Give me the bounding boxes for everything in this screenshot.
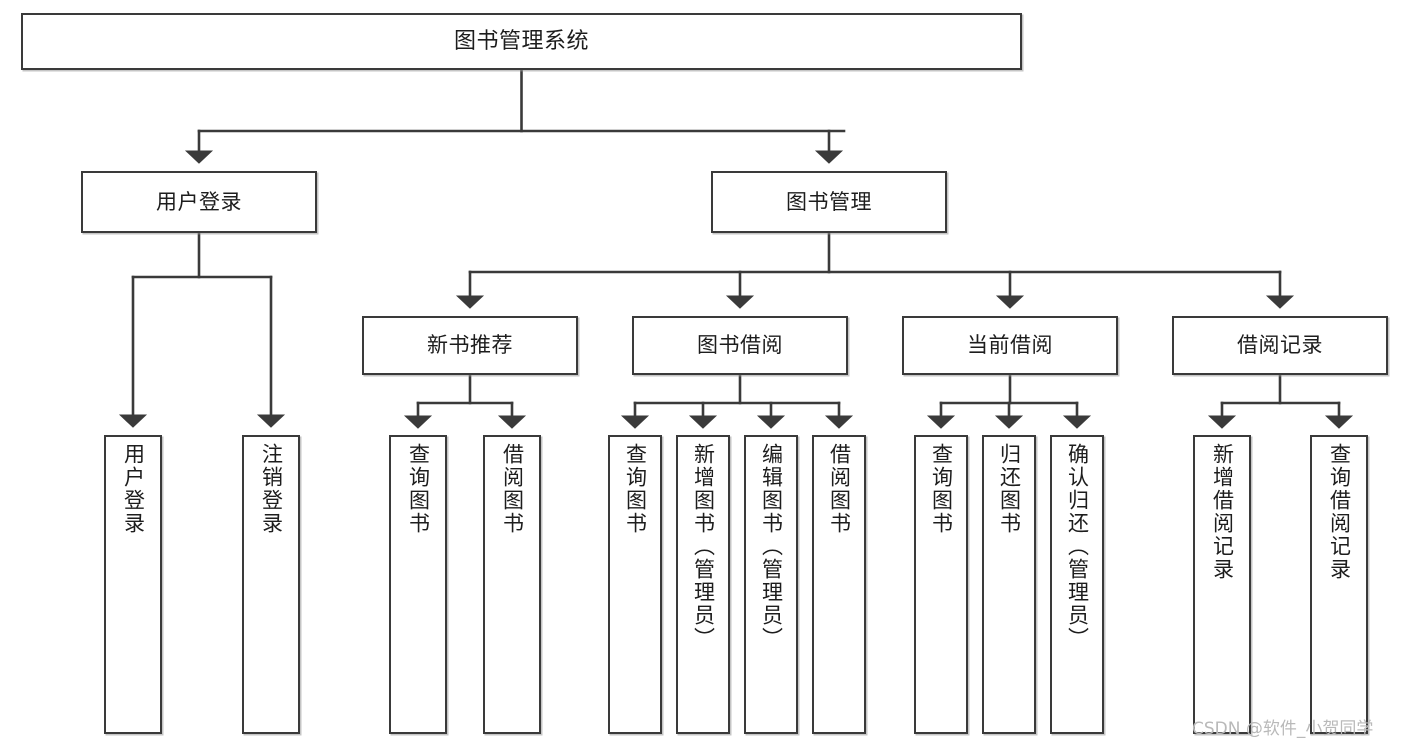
node-book-borrowing[interactable]: 图书借阅 — [632, 316, 848, 375]
node-label: 编辑图书（管理员） — [759, 443, 784, 650]
node-label: 查询图书 — [929, 443, 954, 535]
node-leaf-confirm-return-admin[interactable]: 确认归还（管理员） — [1050, 435, 1104, 734]
node-label: 借阅图书 — [500, 443, 525, 535]
node-book-management[interactable]: 图书管理 — [711, 171, 947, 233]
node-user-login[interactable]: 用户登录 — [81, 171, 317, 233]
node-new-book-recommendation[interactable]: 新书推荐 — [362, 316, 578, 375]
node-label: 归还图书 — [997, 443, 1022, 535]
node-leaf-query-book-current[interactable]: 查询图书 — [914, 435, 968, 734]
node-label: 确认归还（管理员） — [1065, 443, 1090, 650]
node-leaf-borrow-book-borrowing[interactable]: 借阅图书 — [812, 435, 866, 734]
node-borrowing-record[interactable]: 借阅记录 — [1172, 316, 1388, 375]
node-label: 当前借阅 — [967, 333, 1053, 358]
node-label: 查询图书 — [406, 443, 431, 535]
node-leaf-return-book[interactable]: 归还图书 — [982, 435, 1036, 734]
node-leaf-query-borrow-record[interactable]: 查询借阅记录 — [1310, 435, 1368, 734]
node-label: 新增借阅记录 — [1210, 443, 1235, 581]
node-current-borrowing[interactable]: 当前借阅 — [902, 316, 1118, 375]
node-label: 查询借阅记录 — [1327, 443, 1352, 581]
node-label: 借阅记录 — [1237, 333, 1323, 358]
node-leaf-query-book-recommend[interactable]: 查询图书 — [389, 435, 447, 734]
node-label: 新书推荐 — [427, 333, 513, 358]
node-label: 注销登录 — [259, 443, 284, 535]
node-label: 图书管理 — [786, 189, 872, 214]
node-label: 图书借阅 — [697, 333, 783, 358]
node-leaf-add-book-admin[interactable]: 新增图书（管理员） — [676, 435, 730, 734]
node-label: 借阅图书 — [827, 443, 852, 535]
node-leaf-query-book-borrowing[interactable]: 查询图书 — [608, 435, 662, 734]
node-book-management-system[interactable]: 图书管理系统 — [21, 13, 1022, 70]
node-leaf-edit-book-admin[interactable]: 编辑图书（管理员） — [744, 435, 798, 734]
node-leaf-user-login[interactable]: 用户登录 — [104, 435, 162, 734]
node-label: 查询图书 — [623, 443, 648, 535]
csdn-watermark: CSDN @软件_小贺同学 — [1192, 719, 1374, 739]
node-label: 用户登录 — [121, 443, 146, 535]
node-leaf-borrow-book-recommend[interactable]: 借阅图书 — [483, 435, 541, 734]
node-label: 用户登录 — [156, 189, 242, 214]
node-leaf-user-logout[interactable]: 注销登录 — [242, 435, 300, 734]
node-label: 新增图书（管理员） — [691, 443, 716, 650]
node-leaf-add-borrow-record[interactable]: 新增借阅记录 — [1193, 435, 1251, 734]
node-label: 图书管理系统 — [453, 28, 589, 54]
